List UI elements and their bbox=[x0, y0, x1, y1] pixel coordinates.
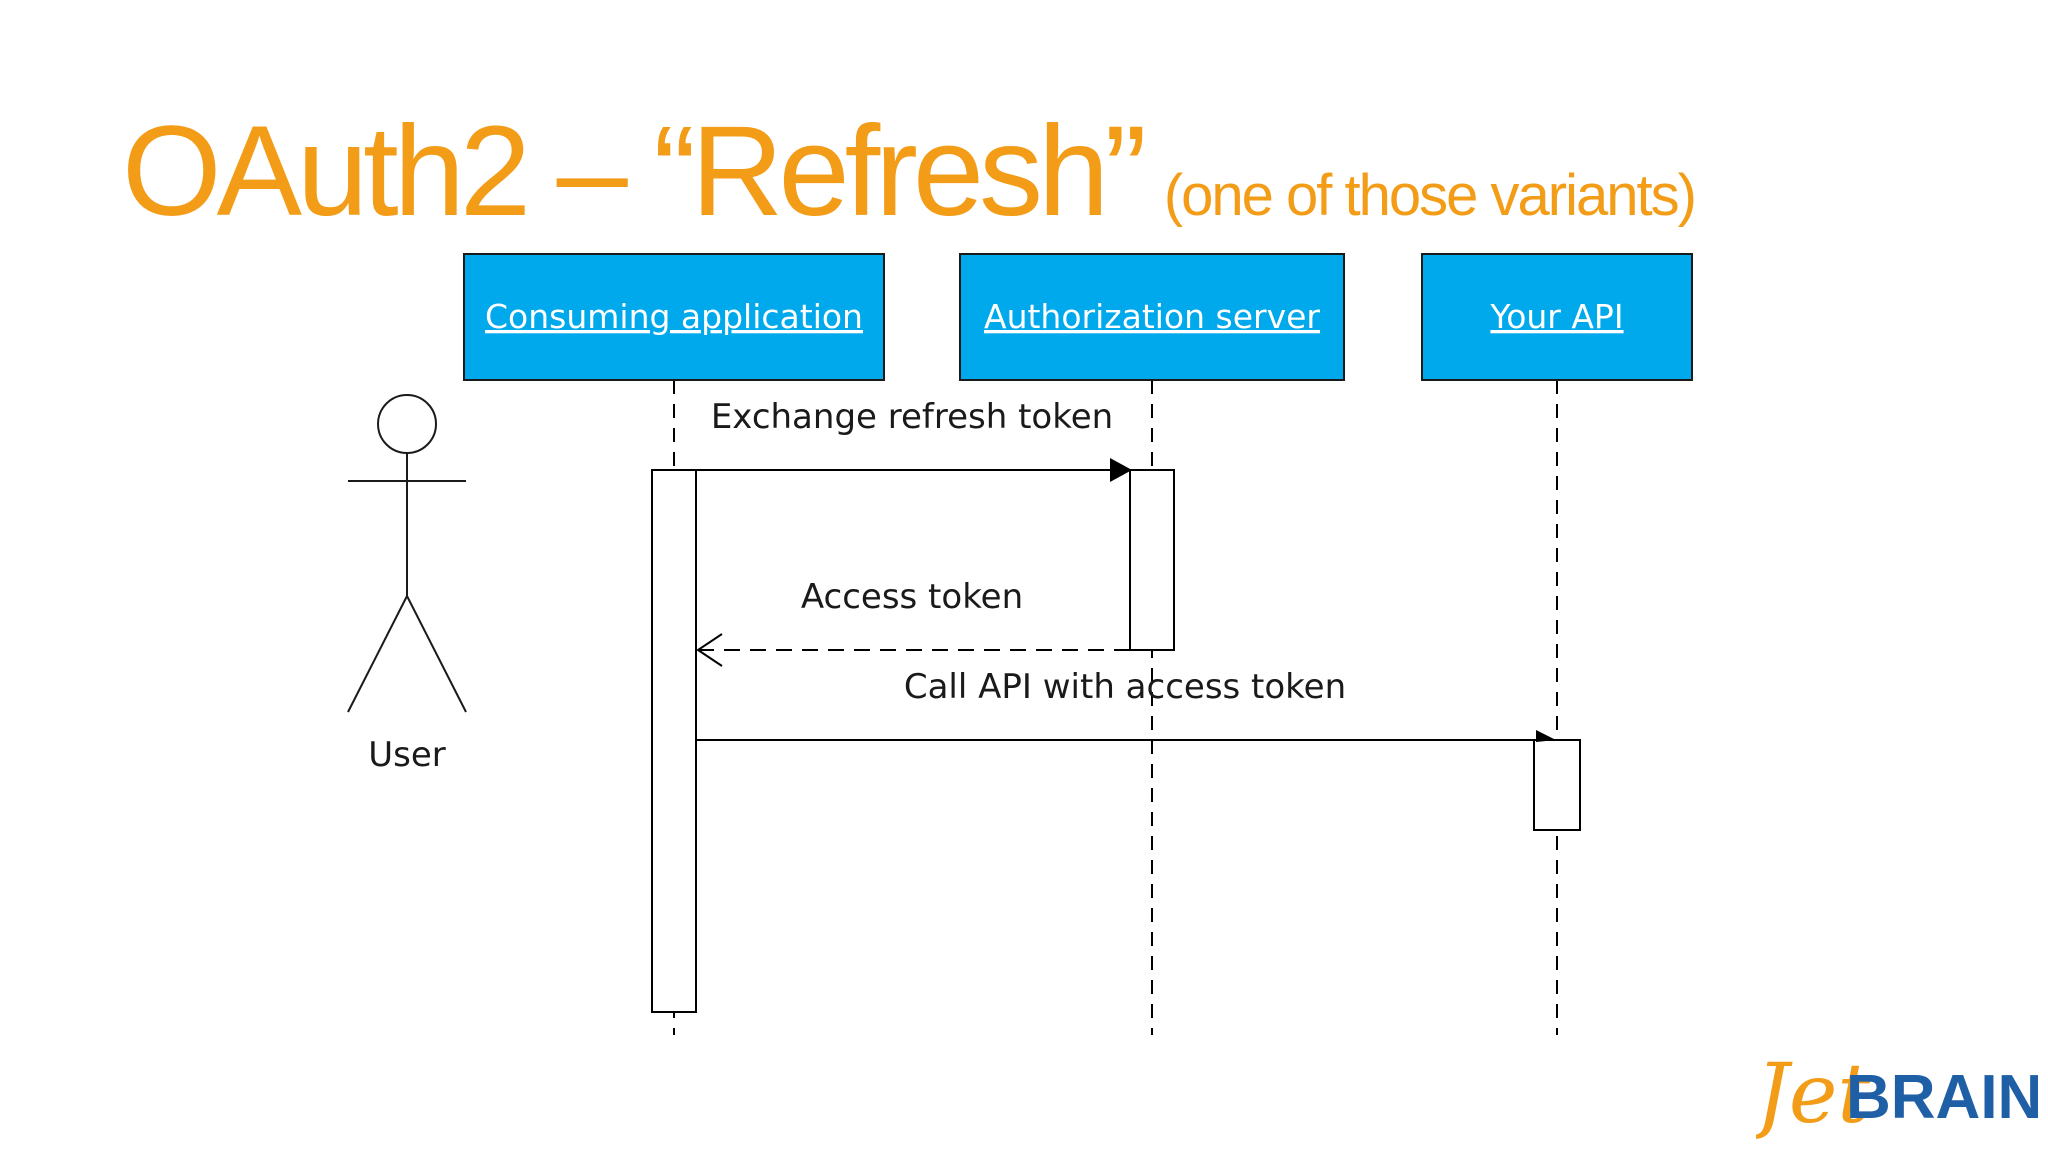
participant-auth-label: Authorization server bbox=[984, 297, 1320, 336]
logo-jet-text: Jet bbox=[1756, 1047, 1871, 1142]
activation-api bbox=[1533, 739, 1581, 831]
title-main: OAuth2 – “Refresh” bbox=[122, 100, 1147, 243]
message-3-label: Call API with access token bbox=[904, 667, 1346, 707]
title-subtitle: (one of those variants) bbox=[1163, 163, 1697, 228]
participant-consumer: Consuming application bbox=[463, 253, 885, 381]
message-1-label: Exchange refresh token bbox=[711, 397, 1113, 437]
participant-api-label: Your API bbox=[1489, 297, 1623, 336]
actor-user bbox=[347, 394, 467, 713]
jetbrains-logo: Jet BRAINS bbox=[1756, 1047, 2038, 1142]
participant-auth: Authorization server bbox=[959, 253, 1345, 381]
slide-title: OAuth2 – “Refresh”(one of those variants… bbox=[122, 108, 1697, 236]
message-exchange-refresh-token: Exchange refresh token bbox=[696, 397, 1132, 482]
message-call-api: Call API with access token bbox=[696, 667, 1556, 742]
participant-api: Your API bbox=[1421, 253, 1693, 381]
activation-auth bbox=[1129, 469, 1175, 651]
activation-consumer bbox=[651, 469, 697, 1013]
actor-head bbox=[377, 394, 437, 454]
message-access-token: Access token bbox=[696, 577, 1130, 667]
participant-consumer-label: Consuming application bbox=[485, 297, 863, 336]
logo-brains-text: BRAINS bbox=[1846, 1063, 2038, 1132]
message-2-label: Access token bbox=[801, 577, 1023, 617]
actor-user-label: User bbox=[368, 735, 446, 775]
